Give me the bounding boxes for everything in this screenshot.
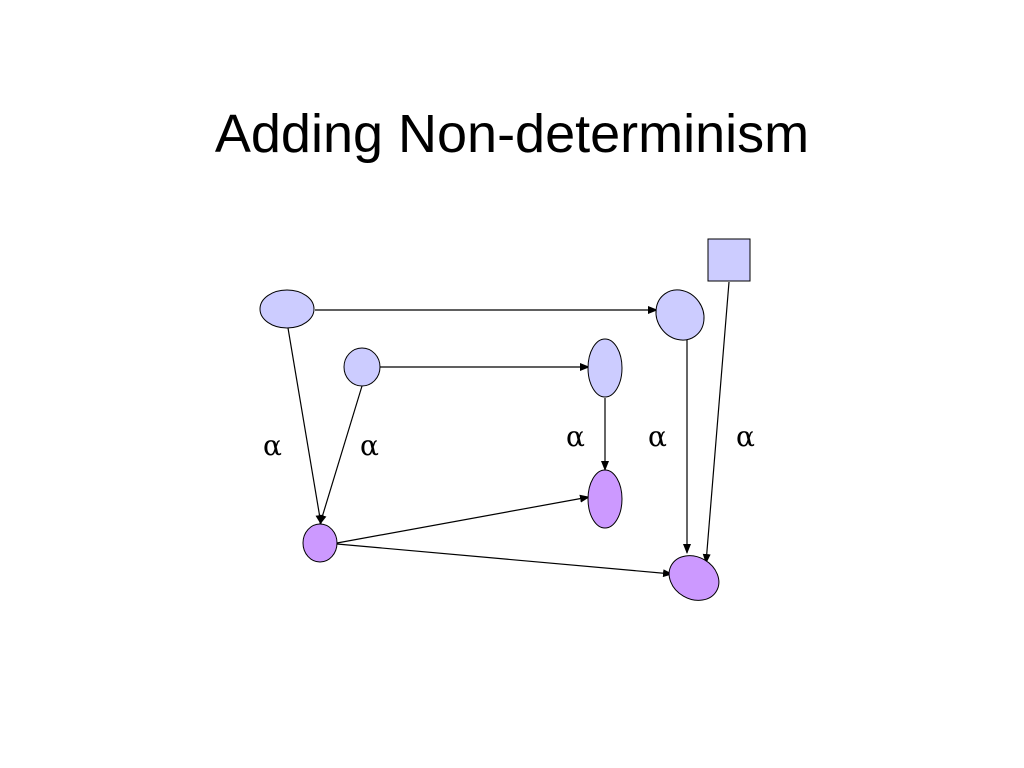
edge-top-left-to-bottom-left <box>287 327 324 525</box>
node-square <box>707 238 751 282</box>
node-top-left <box>259 289 315 329</box>
node-top-right <box>655 289 705 341</box>
edge-label-alpha-1: α <box>263 429 282 462</box>
edge-label-alpha-3: α <box>566 420 585 453</box>
edge-mid-small-to-bottom-left <box>318 385 363 525</box>
node-mid-small <box>343 347 381 387</box>
edge-square-to-bottom-right <box>702 281 730 564</box>
node-mid-right <box>587 338 623 398</box>
edge-label-alpha-4: α <box>648 420 667 453</box>
edge-bottom-left-to-bottom-right <box>336 543 673 578</box>
edge-label-alpha-5: α <box>736 420 755 453</box>
edge-bottom-left-to-mid-bottom <box>336 494 590 544</box>
node-bottom-left <box>302 523 338 563</box>
node-mid-bottom <box>587 469 623 529</box>
node-bottom-right <box>668 555 720 601</box>
edge-label-alpha-2: α <box>360 429 379 462</box>
slide-title: Adding Non-determinism <box>214 104 810 164</box>
